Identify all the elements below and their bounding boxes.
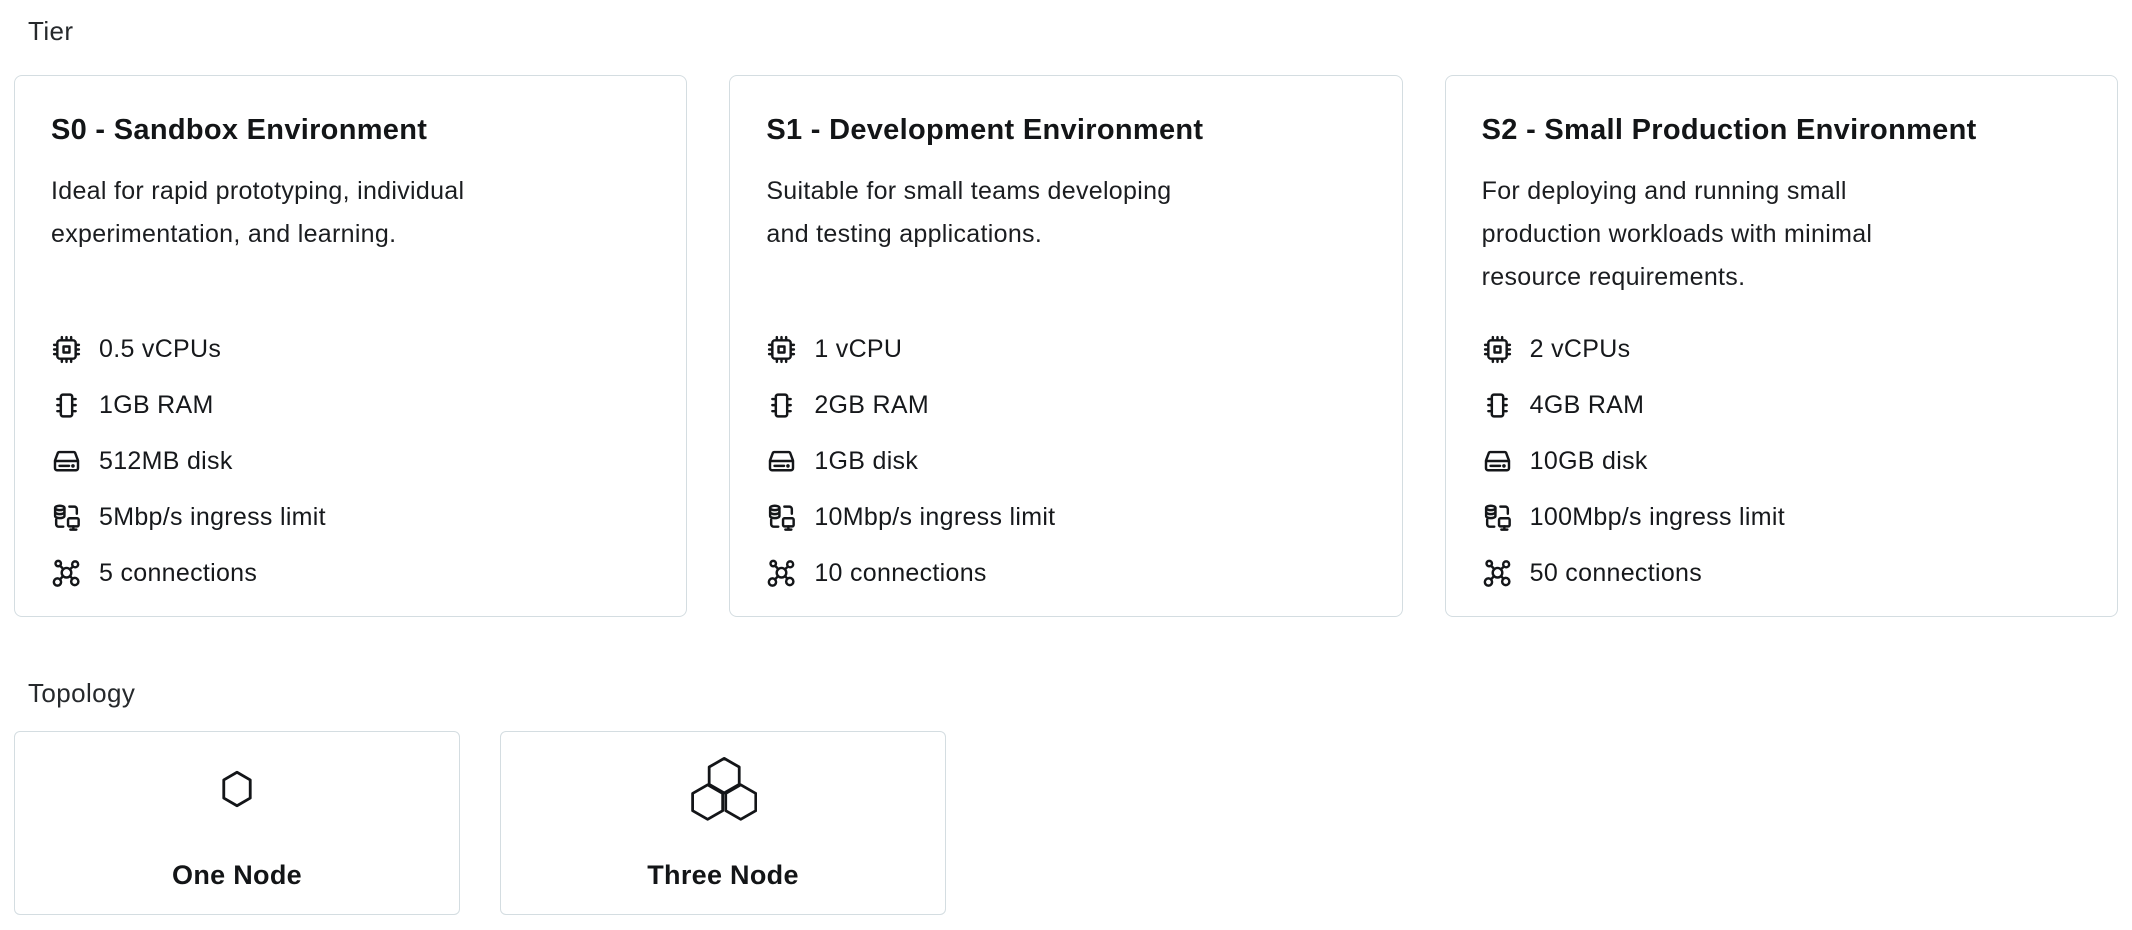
topology-options: One Node Three Node [14,731,2118,915]
cpu-icon [1482,334,1513,365]
spec-row-disk: 1GB disk [766,433,1365,489]
topology-label: Three Node [647,860,799,890]
spec-text: 10 connections [814,558,987,587]
spec-text: 1GB RAM [99,390,214,419]
tier-title: S2 - Small Production Environment [1481,114,1977,146]
spec-text: 10Mbp/s ingress limit [814,502,1056,531]
spec-text: 2 vCPUs [1529,334,1631,363]
connections-icon [51,558,82,589]
ram-icon [766,390,797,421]
spec-row-cpu: 1 vCPU [766,321,1365,377]
tier-spec-list: 2 vCPUs 4GB RAM 10GB disk 100Mbp/s ingre… [1482,321,2081,601]
spec-text: 2GB RAM [814,390,929,419]
tier-spec-list: 1 vCPU 2GB RAM 1GB disk 10Mbp/s ingress … [766,321,1365,601]
tier-title: S0 - Sandbox Environment [51,114,428,146]
ram-icon [1482,390,1513,421]
spec-text: 100Mbp/s ingress limit [1529,502,1785,531]
spec-row-ram: 1GB RAM [51,377,650,433]
spec-row-connections: 5 connections [51,545,650,601]
spec-text: 4GB RAM [1529,390,1645,419]
spec-text: 5 connections [99,558,258,587]
tier-description: For deploying and running small producti… [1481,177,1873,291]
spec-text: 512MB disk [99,446,233,475]
topology-section-label: Topology [28,678,136,708]
spec-row-connections: 50 connections [1482,545,2081,601]
spec-row-cpu: 2 vCPUs [1482,321,2081,377]
tier-title: S1 - Development Environment [766,114,1204,146]
cpu-icon [51,334,82,365]
spec-text: 10GB disk [1529,446,1648,475]
spec-row-ingress: 100Mbp/s ingress limit [1482,489,2081,545]
spec-text: 0.5 vCPUs [99,334,222,363]
spec-text: 50 connections [1529,558,1703,587]
spec-row-disk: 512MB disk [51,433,650,489]
spec-text: 5Mbp/s ingress limit [99,502,326,531]
ingress-icon [766,502,797,533]
tier-description: Suitable for small teams developing and … [766,177,1172,248]
tier-section-label: Tier [28,16,74,46]
ram-icon [51,390,82,421]
spec-text: 1 vCPU [814,334,903,363]
ingress-icon [1482,502,1513,533]
tier-spec-list: 0.5 vCPUs 1GB RAM 512MB disk 5Mbp/s ingr… [51,321,650,601]
disk-icon [51,446,82,477]
tier-card-s2[interactable]: S2 - Small Production Environment For de… [1444,75,2118,617]
spec-row-ram: 4GB RAM [1482,377,2081,433]
spec-row-ingress: 10Mbp/s ingress limit [766,489,1365,545]
tier-card-s1[interactable]: S1 - Development Environment Suitable fo… [729,75,1403,617]
tier-options: S0 - Sandbox Environment Ideal for rapid… [14,75,2118,617]
spec-row-ingress: 5Mbp/s ingress limit [51,489,650,545]
disk-icon [766,446,797,477]
topology-label: One Node [172,860,302,890]
connections-icon [766,558,797,589]
tier-description: Ideal for rapid prototyping, individual … [51,177,465,248]
spec-row-cpu: 0.5 vCPUs [51,321,650,377]
disk-icon [1482,446,1513,477]
spec-row-ram: 2GB RAM [766,377,1365,433]
ingress-icon [51,502,82,533]
three-node-icon [690,756,757,822]
topology-card-one-node[interactable]: One Node [14,731,460,915]
cpu-icon [766,334,797,365]
spec-row-connections: 10 connections [766,545,1365,601]
topology-card-three-node[interactable]: Three Node [500,731,946,915]
tier-card-s0[interactable]: S0 - Sandbox Environment Ideal for rapid… [14,75,688,617]
one-node-icon [220,756,254,822]
spec-row-disk: 10GB disk [1482,433,2081,489]
spec-text: 1GB disk [814,446,919,475]
connections-icon [1482,558,1513,589]
